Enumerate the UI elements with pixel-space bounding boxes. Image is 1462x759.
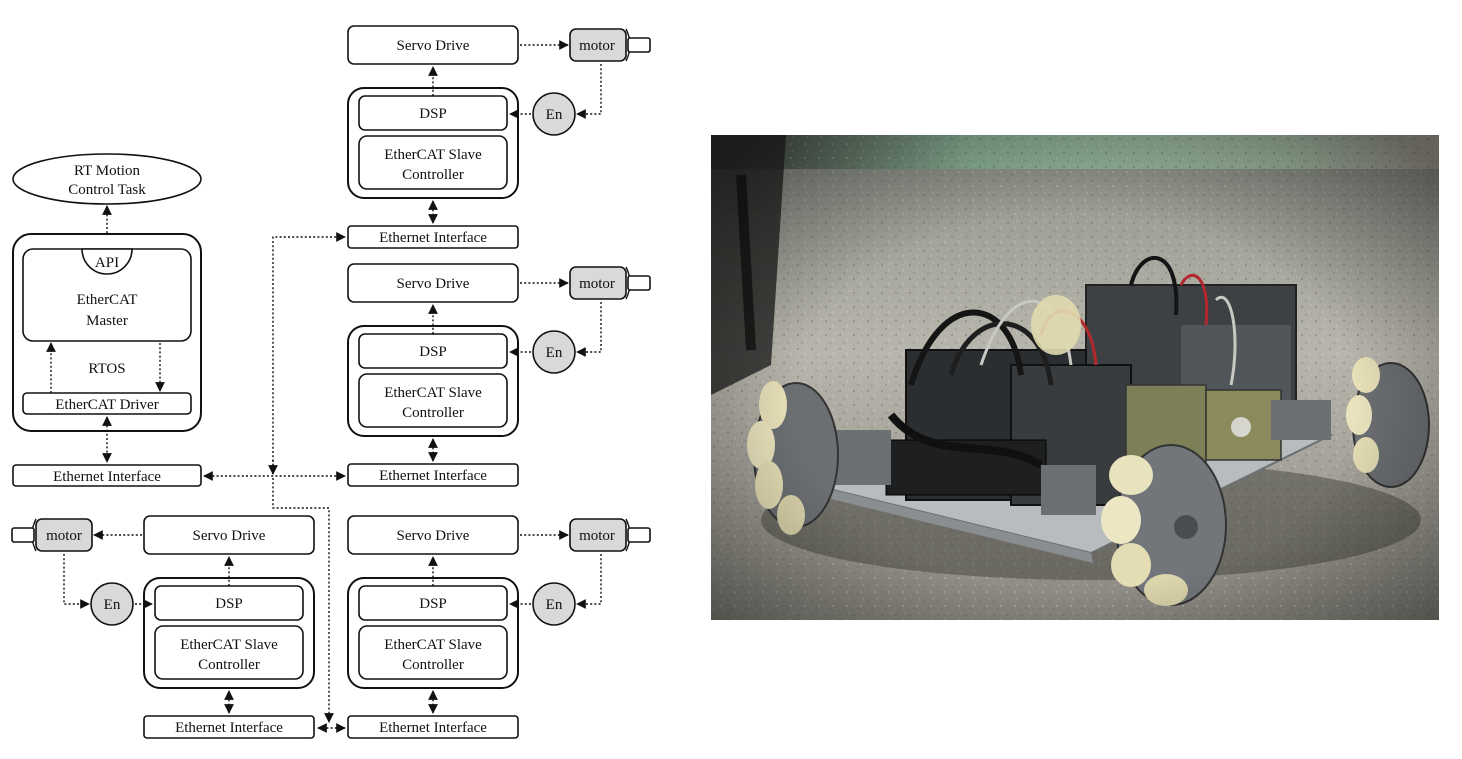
motor-to-encoder-arrow bbox=[576, 554, 602, 609]
api-tab bbox=[81, 248, 133, 275]
master-ethernet-label: Ethernet Interface bbox=[53, 469, 161, 485]
ethercat-slave-label-line1: EtherCAT Slave bbox=[180, 637, 278, 653]
slave-ethernet-interface bbox=[143, 715, 315, 739]
dsp-label: DSP bbox=[419, 106, 447, 122]
ethercat-slave-controller-box bbox=[358, 373, 508, 428]
slave-ethernet-label: Ethernet Interface bbox=[379, 468, 487, 484]
ethercat-slave-controller-box bbox=[358, 135, 508, 190]
dsp-label: DSP bbox=[215, 596, 243, 612]
motor-to-encoder-arrow bbox=[576, 64, 602, 119]
ethercat-driver-label: EtherCAT Driver bbox=[55, 397, 158, 413]
ethercat-slave-label-line1: EtherCAT Slave bbox=[384, 147, 482, 163]
ethercat-slave-label-line1: EtherCAT Slave bbox=[384, 637, 482, 653]
rtos-label: RTOS bbox=[88, 361, 125, 377]
slave-ethernet-interface bbox=[347, 715, 519, 739]
encoder-label: En bbox=[546, 597, 563, 613]
servo-drive-label: Servo Drive bbox=[397, 38, 470, 54]
ethercat-slave-label-line2: Controller bbox=[402, 657, 464, 673]
master-ethernet-interface bbox=[12, 464, 202, 487]
rt-motion-task-node bbox=[12, 153, 202, 205]
encoder-label: En bbox=[546, 107, 563, 123]
ethercat-master-line2: Master bbox=[86, 313, 128, 329]
motor-label: motor bbox=[579, 38, 615, 54]
ethercat-slave-label-line1: EtherCAT Slave bbox=[384, 385, 482, 401]
slave-ethernet-label: Ethernet Interface bbox=[379, 230, 487, 246]
motor-icon bbox=[569, 518, 651, 552]
motor-label: motor bbox=[579, 276, 615, 292]
slave-ethernet-label: Ethernet Interface bbox=[379, 720, 487, 736]
ethercat-slave-controller-box bbox=[358, 625, 508, 680]
servo-drive-label: Servo Drive bbox=[397, 528, 470, 544]
motor-to-encoder-arrow bbox=[576, 302, 602, 357]
dsp-label: DSP bbox=[419, 596, 447, 612]
slave-ethernet-interface bbox=[347, 225, 519, 249]
encoder-label: En bbox=[104, 597, 121, 613]
slave-ethernet-label: Ethernet Interface bbox=[175, 720, 283, 736]
bus-to-slave1-link bbox=[272, 232, 346, 474]
dsp-label: DSP bbox=[419, 344, 447, 360]
api-label: API bbox=[95, 255, 119, 271]
servo-drive-box bbox=[347, 515, 519, 555]
rt-motion-task-line2: Control Task bbox=[68, 182, 146, 198]
servo-drive-label: Servo Drive bbox=[397, 276, 470, 292]
ethercat-slave-label-line2: Controller bbox=[198, 657, 260, 673]
encoder-icon bbox=[532, 582, 576, 626]
motor-icon bbox=[11, 518, 93, 552]
robot-photo-illustration bbox=[711, 135, 1439, 620]
motor-label: motor bbox=[46, 528, 82, 544]
motor-icon bbox=[569, 266, 651, 300]
encoder-icon bbox=[532, 92, 576, 136]
ethercat-slave-label-line2: Controller bbox=[402, 167, 464, 183]
encoder-icon bbox=[90, 582, 134, 626]
motor-label: motor bbox=[579, 528, 615, 544]
servo-drive-box bbox=[143, 515, 315, 555]
encoder-label: En bbox=[546, 345, 563, 361]
mecanum-robot-photo bbox=[711, 135, 1439, 620]
servo-drive-label: Servo Drive bbox=[193, 528, 266, 544]
slave-ethernet-interface bbox=[347, 463, 519, 487]
servo-drive-box bbox=[347, 263, 519, 303]
rt-motion-task-line1: RT Motion bbox=[74, 163, 140, 179]
servo-drive-box bbox=[347, 25, 519, 65]
motor-icon bbox=[569, 28, 651, 62]
ethercat-slave-label-line2: Controller bbox=[402, 405, 464, 421]
ethercat-driver-box bbox=[22, 392, 192, 415]
ethercat-slave-controller-box bbox=[154, 625, 304, 680]
motor-to-encoder-arrow bbox=[63, 554, 90, 609]
encoder-icon bbox=[532, 330, 576, 374]
ethercat-master-line1: EtherCAT bbox=[77, 292, 138, 308]
